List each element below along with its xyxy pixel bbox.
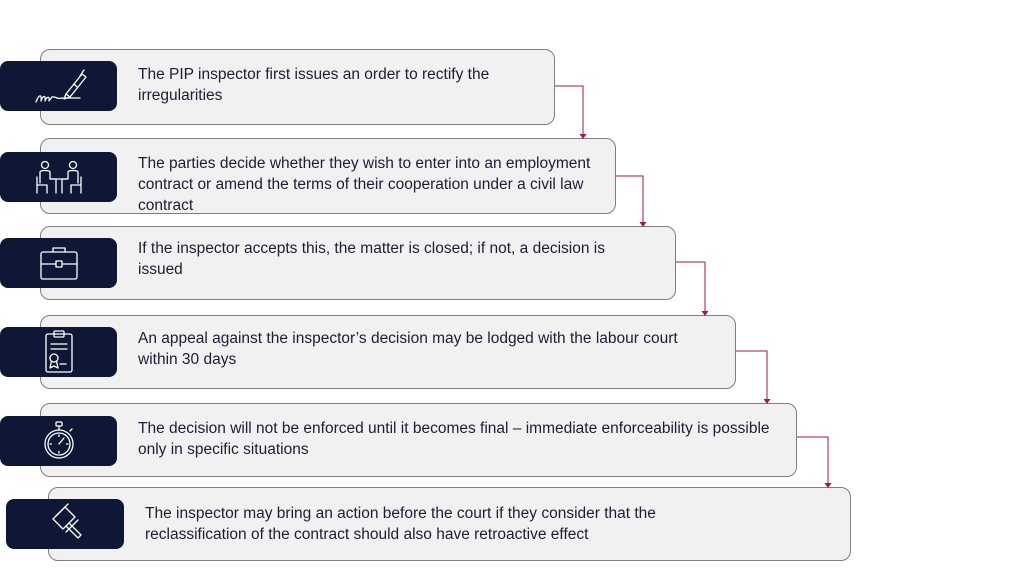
step-1-text: The PIP inspector first issues an order …: [138, 66, 490, 104]
step-2-icon-tab: [0, 152, 117, 202]
signature-pen-icon: [34, 69, 87, 103]
step-6-box: [48, 487, 851, 561]
step-4-icon-tab: [0, 327, 117, 377]
gavel-icon: [52, 503, 82, 539]
step-5-text: The decision will not be enforced until …: [138, 420, 770, 458]
step-2-box: [40, 138, 616, 214]
connector-1-2: [555, 85, 584, 134]
step-4-text: An appeal against the inspector’s decisi…: [138, 330, 678, 368]
step-1-box: [40, 49, 555, 125]
certificate-clipboard-icon: [44, 330, 73, 373]
connector-2-3: [616, 175, 644, 222]
step-2-text: The parties decide whether they wish to …: [138, 155, 591, 214]
step-3-text: If the inspector accepts this, the matte…: [138, 240, 605, 278]
step-3-icon-tab: [0, 238, 117, 288]
step-1-icon-tab: [0, 61, 117, 111]
stopwatch-icon: [43, 421, 74, 459]
step-3-box: [40, 226, 676, 300]
step-6-icon-tab: [6, 499, 124, 549]
connector-4-5: [736, 350, 768, 399]
connector-3-4: [676, 261, 706, 311]
connector-5-6: [797, 436, 829, 483]
step-5-icon-tab: [0, 416, 117, 466]
step-4-box: [40, 315, 736, 389]
step-6-text: The inspector may bring an action before…: [145, 505, 656, 543]
step-5-box: [40, 403, 797, 477]
briefcase-icon: [39, 247, 78, 280]
meeting-people-icon: [35, 160, 82, 194]
